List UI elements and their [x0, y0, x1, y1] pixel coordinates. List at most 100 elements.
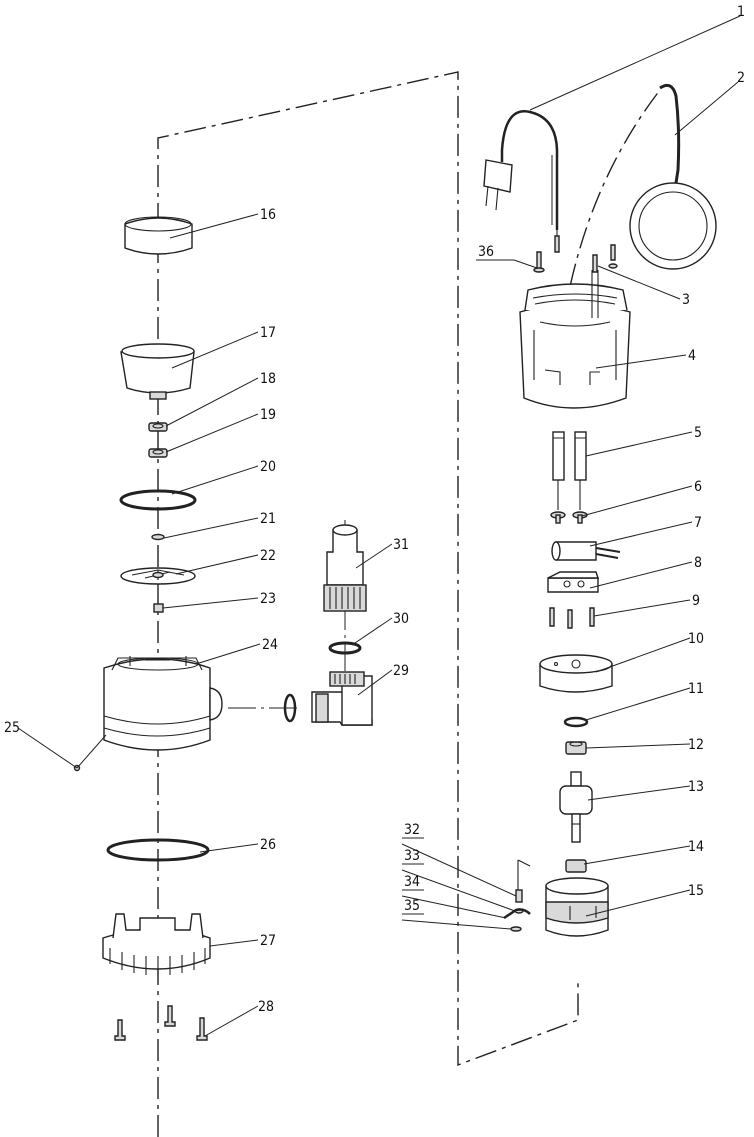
part-19-seal	[148, 448, 168, 458]
part-7-capacitor	[551, 541, 621, 561]
label-part-13: 13	[688, 779, 704, 795]
leader-7	[589, 521, 693, 547]
leader-26	[199, 843, 259, 853]
leader-2	[674, 81, 739, 136]
part-35-washer	[510, 926, 522, 932]
part-14-bearing	[565, 859, 587, 873]
leader-5	[585, 431, 693, 457]
label-part-28: 28	[258, 999, 274, 1015]
part-28-screw	[114, 1005, 208, 1041]
label-part-16: 16	[260, 207, 276, 223]
leader-17	[171, 331, 259, 369]
part-24-pump-housing	[103, 656, 223, 751]
leader-30	[351, 617, 393, 646]
leader-22	[175, 554, 259, 575]
part-32-screw	[515, 889, 523, 903]
leader-27	[209, 939, 259, 947]
part-16-cap	[124, 216, 193, 255]
part-26-o-ring	[106, 838, 210, 862]
label-part-15: 15	[688, 883, 704, 899]
leader-4	[595, 354, 687, 369]
leader-24	[195, 643, 261, 665]
leader-35	[401, 919, 512, 930]
label-part-31: 31	[393, 537, 409, 553]
part-12-bearing	[565, 741, 587, 755]
label-part-2: 2	[737, 70, 745, 86]
leader-20	[171, 465, 259, 495]
leader-14	[583, 845, 691, 865]
part-8-terminal-block	[547, 571, 599, 593]
label-part-7: 7	[694, 515, 702, 531]
part-29-elbow-connector	[311, 671, 373, 726]
part-23-nut	[153, 603, 164, 613]
leader-15	[585, 889, 691, 917]
label-underlines	[402, 259, 498, 915]
part-13-rotor	[559, 771, 593, 843]
label-part-17: 17	[260, 325, 276, 341]
label-part-12: 12	[688, 737, 704, 753]
label-part-33: 33	[404, 848, 420, 864]
leader-13	[587, 785, 691, 801]
leader-25b	[76, 734, 107, 769]
part-10-motor-cover	[539, 654, 613, 693]
label-part-19: 19	[260, 407, 276, 423]
label-part-8: 8	[694, 555, 702, 571]
clamp-guide-line	[517, 859, 531, 890]
part-36-screw	[533, 251, 545, 273]
label-part-23: 23	[260, 591, 276, 607]
leader-11	[585, 687, 691, 721]
leader-10	[595, 637, 691, 673]
label-part-34: 34	[404, 874, 420, 890]
leader-34	[401, 895, 507, 919]
part-18-seal	[148, 422, 168, 432]
label-part-9: 9	[692, 593, 700, 609]
leader-8	[589, 561, 693, 589]
leader-lines	[17, 15, 741, 1037]
part-labels: 1 2 3 4 5 6 7 8 9 10 11 12 13 14 15 16 1…	[4, 4, 745, 1015]
part-9-screw	[549, 607, 595, 629]
label-part-5: 5	[694, 425, 702, 441]
leader-18	[165, 377, 259, 427]
label-part-6: 6	[694, 479, 702, 495]
leader-6	[581, 485, 693, 517]
label-part-1: 1	[737, 4, 745, 20]
part-29-o-ring-side	[283, 693, 297, 723]
label-part-18: 18	[260, 371, 276, 387]
leader-36b	[513, 259, 538, 269]
part-21-washer	[151, 533, 165, 541]
label-part-20: 20	[260, 459, 276, 475]
leader-12	[585, 743, 691, 749]
label-part-22: 22	[260, 548, 276, 564]
part-20-o-ring	[119, 489, 197, 511]
label-part-11: 11	[688, 681, 704, 697]
leader-28	[204, 1005, 259, 1037]
label-part-24: 24	[262, 637, 278, 653]
part-2-float-switch	[629, 83, 717, 270]
leader-29	[357, 669, 393, 696]
label-part-35: 35	[404, 898, 420, 914]
part-5-sleeve	[552, 431, 587, 510]
label-part-25: 25	[4, 720, 20, 736]
part-17-motor-casing	[120, 343, 195, 400]
label-part-29: 29	[393, 663, 409, 679]
part-1-power-cable-plug	[483, 110, 559, 240]
part-15-stator	[545, 877, 609, 937]
label-part-32: 32	[404, 822, 420, 838]
part-30-o-ring	[328, 641, 362, 655]
part-22-impeller	[120, 567, 196, 585]
label-part-3: 3	[682, 292, 690, 308]
label-part-30: 30	[393, 611, 409, 627]
part-27-base	[102, 913, 211, 975]
part-11-spring-washer	[563, 716, 589, 728]
label-part-27: 27	[260, 933, 276, 949]
leader-19	[165, 413, 259, 453]
part-34-clamp	[503, 908, 531, 920]
leader-1	[529, 15, 741, 111]
label-part-10: 10	[688, 631, 704, 647]
label-part-36: 36	[478, 244, 494, 260]
leader-31	[355, 543, 393, 569]
leader-33	[401, 869, 516, 912]
part-3-screw	[554, 235, 618, 273]
